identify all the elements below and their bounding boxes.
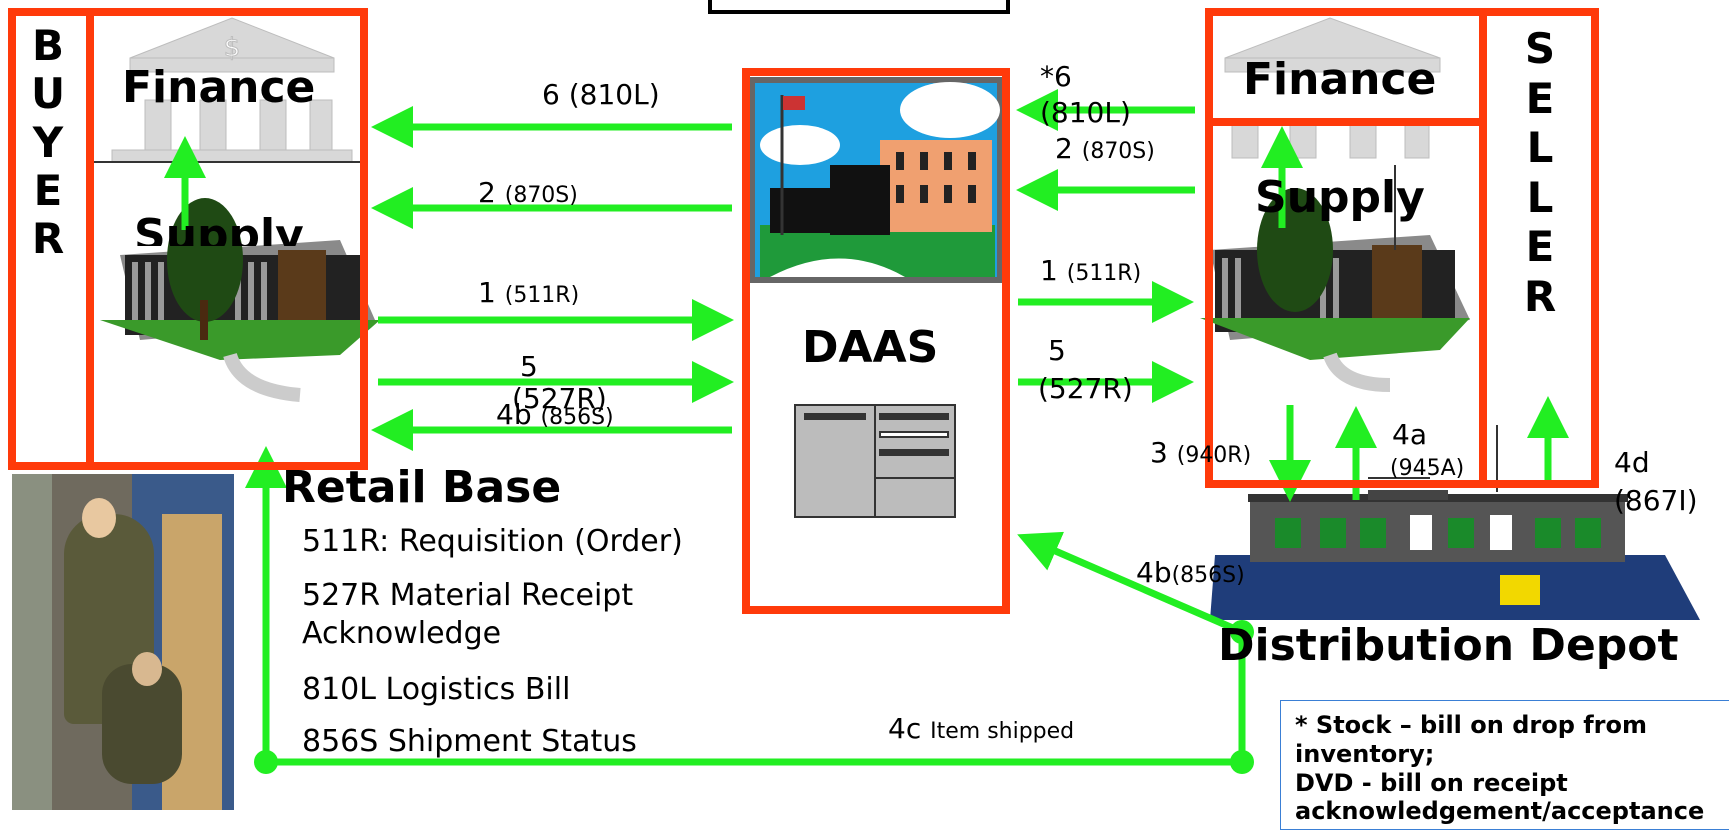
seller-building-icon — [1200, 165, 1470, 392]
legend-511r: 511R: Requisition (Order) — [302, 524, 683, 559]
flow-label-1-left: 1 (511R) — [478, 276, 580, 309]
flow-label-5-right-code: (527R) — [1038, 372, 1133, 405]
flow-label-4b-right: 4b(856S) — [1136, 556, 1245, 589]
right-arrows — [245, 89, 1569, 766]
buyer-frame — [86, 8, 368, 470]
left-arrows — [371, 106, 734, 451]
buyer-supply-label: Supply — [134, 210, 304, 246]
legend-527r-cont: Acknowledge — [302, 616, 502, 651]
depot-warehouse-icon — [1210, 490, 1700, 620]
daas-frame — [742, 68, 1010, 614]
flow-label-4d: 4d — [1614, 446, 1650, 479]
svg-text:$: $ — [224, 33, 241, 63]
daas-building-picture — [749, 77, 1003, 283]
flow-label-6-right-code: (810L) — [1040, 96, 1131, 129]
flow-label-5-left: 5 — [520, 350, 538, 383]
flow-label-2-right: 2 (870S) — [1055, 132, 1155, 165]
legend-856s: 856S Shipment Status — [302, 724, 637, 759]
flow-label-4c: 4c Item shipped — [888, 712, 1075, 745]
seller-supply-label: Supply — [1255, 172, 1425, 223]
flow-label-6-right: *6 — [1040, 60, 1072, 93]
buyer-finance-label: Finance — [122, 62, 316, 113]
flow-label-4d-code: (867I) — [1614, 484, 1698, 517]
title-box — [708, 0, 1010, 14]
flow-label-4b-left: 4b (856S) — [496, 398, 614, 431]
flow-label-3: 3 (940R) — [1150, 436, 1252, 469]
flow-label-1-right: 1 (511R) — [1040, 254, 1142, 287]
flow-label-4a-code: (945A) — [1390, 456, 1465, 481]
daas-computer-icon — [794, 404, 956, 518]
buyer-bank-icon: $ — [111, 17, 353, 163]
daas-label: DAAS — [802, 322, 939, 373]
diagram-graphics: $ — [92, 17, 1700, 774]
distribution-depot-label: Distribution Depot — [1218, 620, 1679, 671]
retail-base-label: Retail Base — [282, 462, 562, 513]
legend-527r: 527R Material Receipt — [302, 578, 634, 613]
flow-label-5-left-code: (527R) — [512, 382, 607, 415]
shipment-path-nodes — [254, 620, 1254, 774]
buyer-building-icon — [100, 198, 380, 402]
billing-note: * Stock – bill on drop from inventory; D… — [1280, 700, 1729, 830]
flow-label-2-left: 2 (870S) — [478, 176, 578, 209]
flow-label-4a: 4a — [1392, 418, 1427, 451]
seller-label-frame — [1479, 8, 1599, 488]
flow-label-6-left: 6 (810L) — [542, 78, 660, 111]
flow-label-5-right: 5 — [1048, 334, 1066, 367]
legend-810l: 810L Logistics Bill — [302, 672, 571, 707]
warehouse-photo — [12, 474, 234, 810]
seller-finance-label: Finance — [1243, 54, 1437, 105]
